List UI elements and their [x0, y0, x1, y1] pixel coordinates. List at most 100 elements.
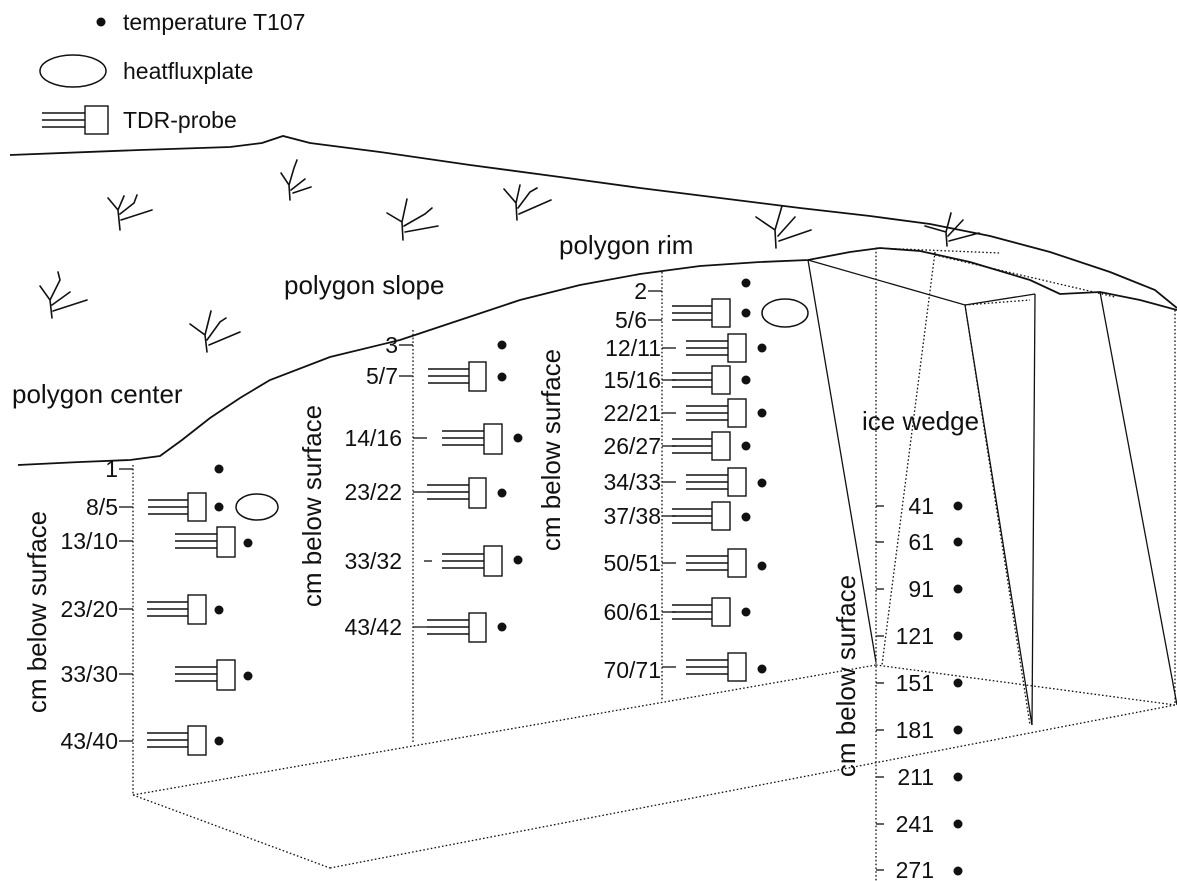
legend-heatflux-label: heatfluxplate [123, 58, 253, 84]
landscape [9, 135, 1177, 466]
tdr-probe-icon [147, 725, 207, 756]
legend-heatflux-ellipse [39, 54, 107, 88]
temperature-sensor-dot [953, 678, 963, 688]
background-ridge-line [9, 135, 1177, 309]
tdr-probe-icon [672, 597, 731, 627]
temperature-sensor-dot [953, 501, 963, 511]
tdr-probe-icon [672, 365, 731, 395]
zone-title-center: polygon center [12, 379, 183, 409]
depth-label: 50/51 [603, 550, 661, 576]
depth-label: 37/38 [603, 503, 661, 529]
temperature-sensor-dot [513, 555, 523, 565]
plant-icon [107, 194, 153, 231]
depth-label: 241 [896, 811, 934, 837]
legend-temperature-label: temperature T107 [123, 9, 305, 35]
profile-rim: 2 5/6 12/11 15/16 22/21 26/27 34/33 37/3… [603, 278, 809, 683]
tdr-probe-icon [686, 398, 747, 428]
zone-title-rim: polygon rim [559, 230, 693, 260]
temperature-sensor-dot [214, 605, 224, 615]
axis-label-slope: cm below surface [297, 405, 327, 607]
temperature-sensor-dot [214, 502, 224, 512]
depth-label: 5/6 [615, 307, 647, 333]
tdr-probe-icon [442, 545, 503, 577]
temperature-sensor-dot [757, 664, 767, 674]
temperature-sensor-dot [953, 725, 963, 735]
temperature-sensor-dot [497, 340, 507, 350]
temperature-sensor-dot [953, 819, 963, 829]
depth-label: 1 [105, 456, 118, 482]
plant-icon [189, 310, 241, 353]
tdr-probe-icon [148, 492, 207, 522]
axis-label-rim: cm below surface [536, 349, 566, 551]
temperature-sensor-dot [214, 736, 224, 746]
depth-label: 70/71 [603, 657, 661, 683]
heatflux-plate-icon [235, 493, 279, 521]
depth-label: 23/20 [60, 596, 118, 622]
tdr-probe-icon [442, 423, 503, 455]
temperature-sensor-dot [243, 538, 253, 548]
tdr-probe-icon [686, 333, 747, 363]
tdr-probe-icon [672, 501, 731, 531]
tdr-probe-icon [175, 659, 236, 691]
tdr-probe-icon [686, 548, 747, 578]
temperature-sensor-dot [497, 622, 507, 632]
depth-label: 12/11 [605, 335, 661, 361]
depth-label: 3 [385, 332, 398, 358]
depth-label: 15/16 [603, 367, 661, 393]
depth-label: 5/7 [366, 363, 398, 389]
depth-label: 43/42 [344, 614, 402, 640]
depth-label: 271 [896, 857, 934, 881]
temperature-sensor-dot [757, 478, 767, 488]
temperature-sensor-dot [741, 607, 751, 617]
temperature-sensor-dot [757, 343, 767, 353]
tdr-probe-icon [147, 594, 207, 625]
temperature-sensor-dot [741, 441, 751, 451]
plant-icon [386, 198, 439, 241]
depth-label: 2 [634, 278, 647, 304]
zone-title-slope: polygon slope [284, 270, 444, 300]
temperature-sensor-dot [953, 537, 963, 547]
temperature-sensor-dot [741, 375, 751, 385]
legend-temperature-dot [96, 17, 106, 27]
depth-label: 41 [908, 493, 934, 519]
depth-label: 61 [908, 529, 934, 555]
depth-label: 33/30 [60, 661, 118, 687]
plant-icon [39, 271, 88, 319]
temperature-sensor-dot [953, 772, 963, 782]
ice-wedge [807, 259, 1177, 726]
temperature-sensor-dot [953, 631, 963, 641]
tdr-probe-icon [427, 612, 487, 643]
plant-icon [755, 205, 812, 249]
depth-label: 151 [896, 670, 934, 696]
depth-label: 14/16 [344, 425, 402, 451]
profile-ice-wedge: 41 61 91 121 151 181 211 241 271 [876, 493, 963, 881]
profile-center: 1 8/5 13/10 23/20 33/30 43/40 [60, 456, 279, 756]
tdr-probe-icon [686, 467, 747, 497]
temperature-sensor-dot [953, 584, 963, 594]
temperature-sensor-dot [497, 488, 507, 498]
depth-label: 33/32 [344, 548, 402, 574]
temperature-sensor-dot [741, 512, 751, 522]
tdr-probe-icon [427, 477, 487, 509]
tdr-probe-icon [175, 526, 236, 558]
depth-label: 91 [908, 576, 934, 602]
temperature-sensor-dot [497, 372, 507, 382]
temperature-sensor-dot [953, 866, 963, 876]
depth-label: 26/27 [603, 433, 661, 459]
legend: temperature T107 heatfluxplate TDR-probe [39, 9, 305, 135]
axis-label-ice-wedge: cm below surface [831, 575, 861, 777]
temperature-sensor-dot [513, 433, 523, 443]
heatflux-plate-icon [761, 298, 809, 328]
temperature-sensor-dot [741, 278, 751, 288]
depth-label: 211 [897, 764, 934, 790]
depth-label: 34/33 [603, 469, 661, 495]
tdr-probe-icon [672, 431, 731, 461]
plant-icon [924, 212, 980, 247]
tdr-probe-icon [428, 361, 487, 392]
temperature-sensor-dot [214, 464, 224, 474]
tdr-probe-icon [686, 652, 747, 682]
ground-surface-line [17, 247, 1177, 466]
temperature-sensor-dot [243, 671, 253, 681]
plant-icon [503, 184, 552, 221]
